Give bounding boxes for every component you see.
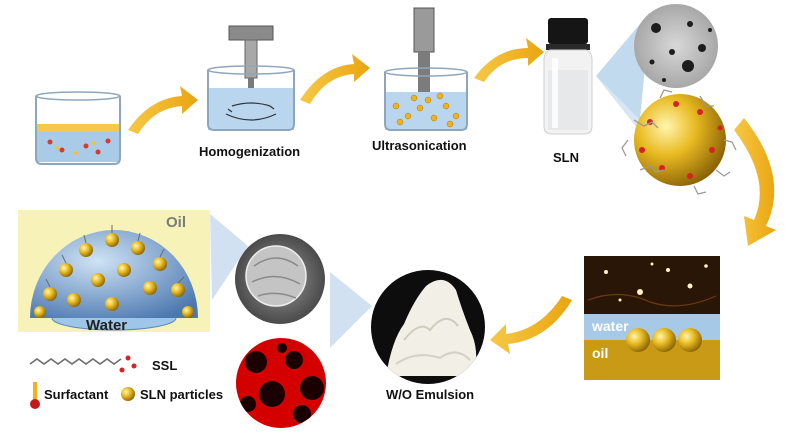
surfactant-icon <box>30 382 40 409</box>
emulsion-label: W/O Emulsion <box>386 387 475 402</box>
ssl-legend-label: SSL <box>152 358 178 373</box>
ultrasonication-label: Ultrasonication <box>372 138 467 153</box>
tem-image-icon <box>634 4 718 88</box>
afm-interface-panel <box>584 256 720 380</box>
sem-image-icon <box>235 234 325 324</box>
homogenization-label: Homogenization <box>199 144 301 159</box>
oil-label: Oil <box>166 214 187 231</box>
oil-layer-label: oil <box>592 345 609 361</box>
sln-label: SLN <box>553 150 579 165</box>
oil-water-interface-panel <box>18 210 248 332</box>
sln-particles-legend-label: SLN particles <box>140 387 224 402</box>
sonicator-beaker-icon <box>384 7 468 131</box>
zoom-projection-bottom <box>330 272 372 348</box>
arrow-2-icon <box>300 54 370 104</box>
ssl-molecule-icon <box>29 355 137 373</box>
beaker-initial-icon <box>35 91 121 165</box>
sln-particle-model-icon <box>621 89 737 195</box>
arrow-4-icon <box>734 118 776 246</box>
emulsion-photo-icon <box>371 270 485 384</box>
confocal-image-icon <box>236 338 326 428</box>
arrow-1-icon <box>128 86 198 134</box>
arrow-3-icon <box>474 38 544 82</box>
surfactant-legend-label: Surfactant <box>44 387 109 402</box>
water-label: Water <box>86 317 128 334</box>
sln-vial-icon <box>543 18 593 135</box>
homogenizer-beaker-icon <box>207 25 295 131</box>
water-layer-label: water <box>592 318 629 334</box>
arrow-5-icon <box>490 296 572 354</box>
sln-particle-legend-icon <box>121 387 135 401</box>
